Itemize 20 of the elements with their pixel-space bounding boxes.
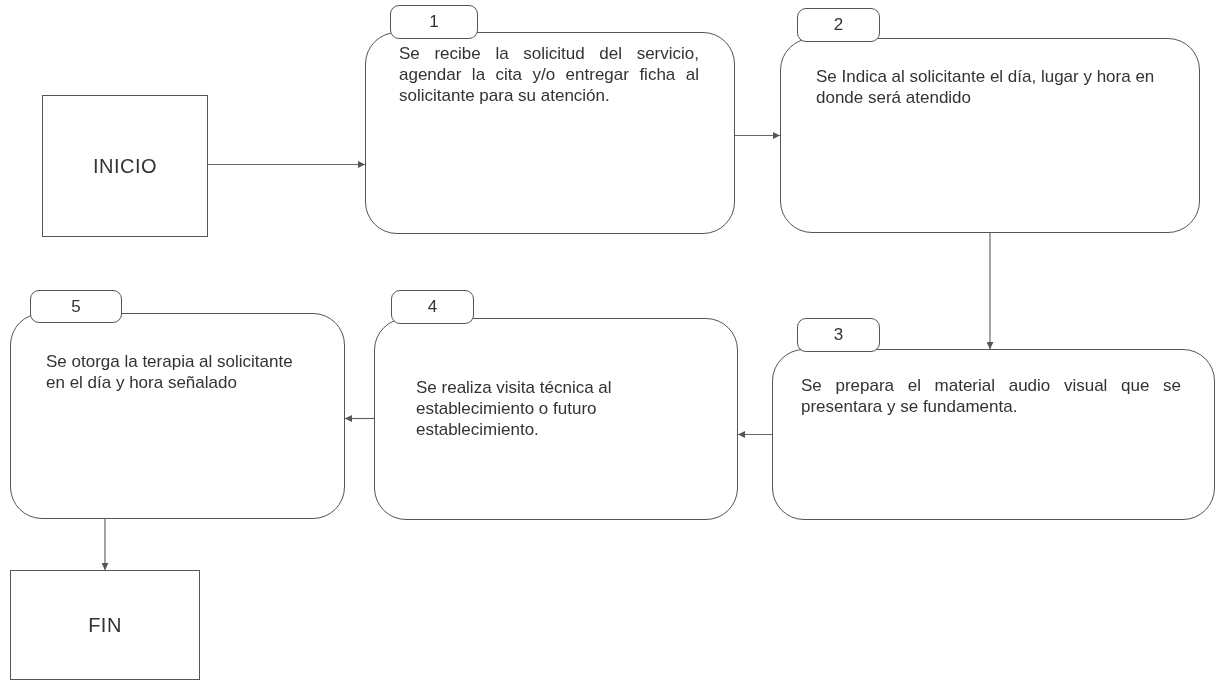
step-description: Se prepara el material audio visual que se presentara y se fundamenta.: [801, 375, 1181, 417]
arrow: [737, 431, 773, 438]
step-description: Se otorga la terapia al solicitante en el día y hora señalado: [46, 351, 294, 393]
arrow: [986, 232, 994, 350]
step-number-tab: 5: [30, 290, 122, 323]
arrow: [344, 415, 375, 422]
step-description: Se recibe la solicitud del servicio, agendar la cita y/o entregar ficha al solicitante para su atención.: [399, 43, 699, 106]
step-number-tab: 2: [797, 8, 880, 42]
arrow: [101, 518, 109, 571]
step-number-tab: 4: [391, 290, 474, 324]
arrow: [207, 161, 366, 168]
step-description: Se Indica al solicitante el día, lugar y hora en donde será atendido: [816, 66, 1156, 108]
step-number-tab: 1: [390, 5, 478, 39]
step-description: Se realiza visita técnica al establecimiento o futuro establecimiento.: [416, 377, 613, 440]
step-number-tab: 3: [797, 318, 880, 352]
terminal-box: [42, 95, 208, 237]
arrow: [734, 132, 781, 139]
terminal-label: INICIO: [92, 154, 158, 178]
terminal-box: [10, 570, 200, 680]
terminal-label: FIN: [88, 613, 122, 637]
